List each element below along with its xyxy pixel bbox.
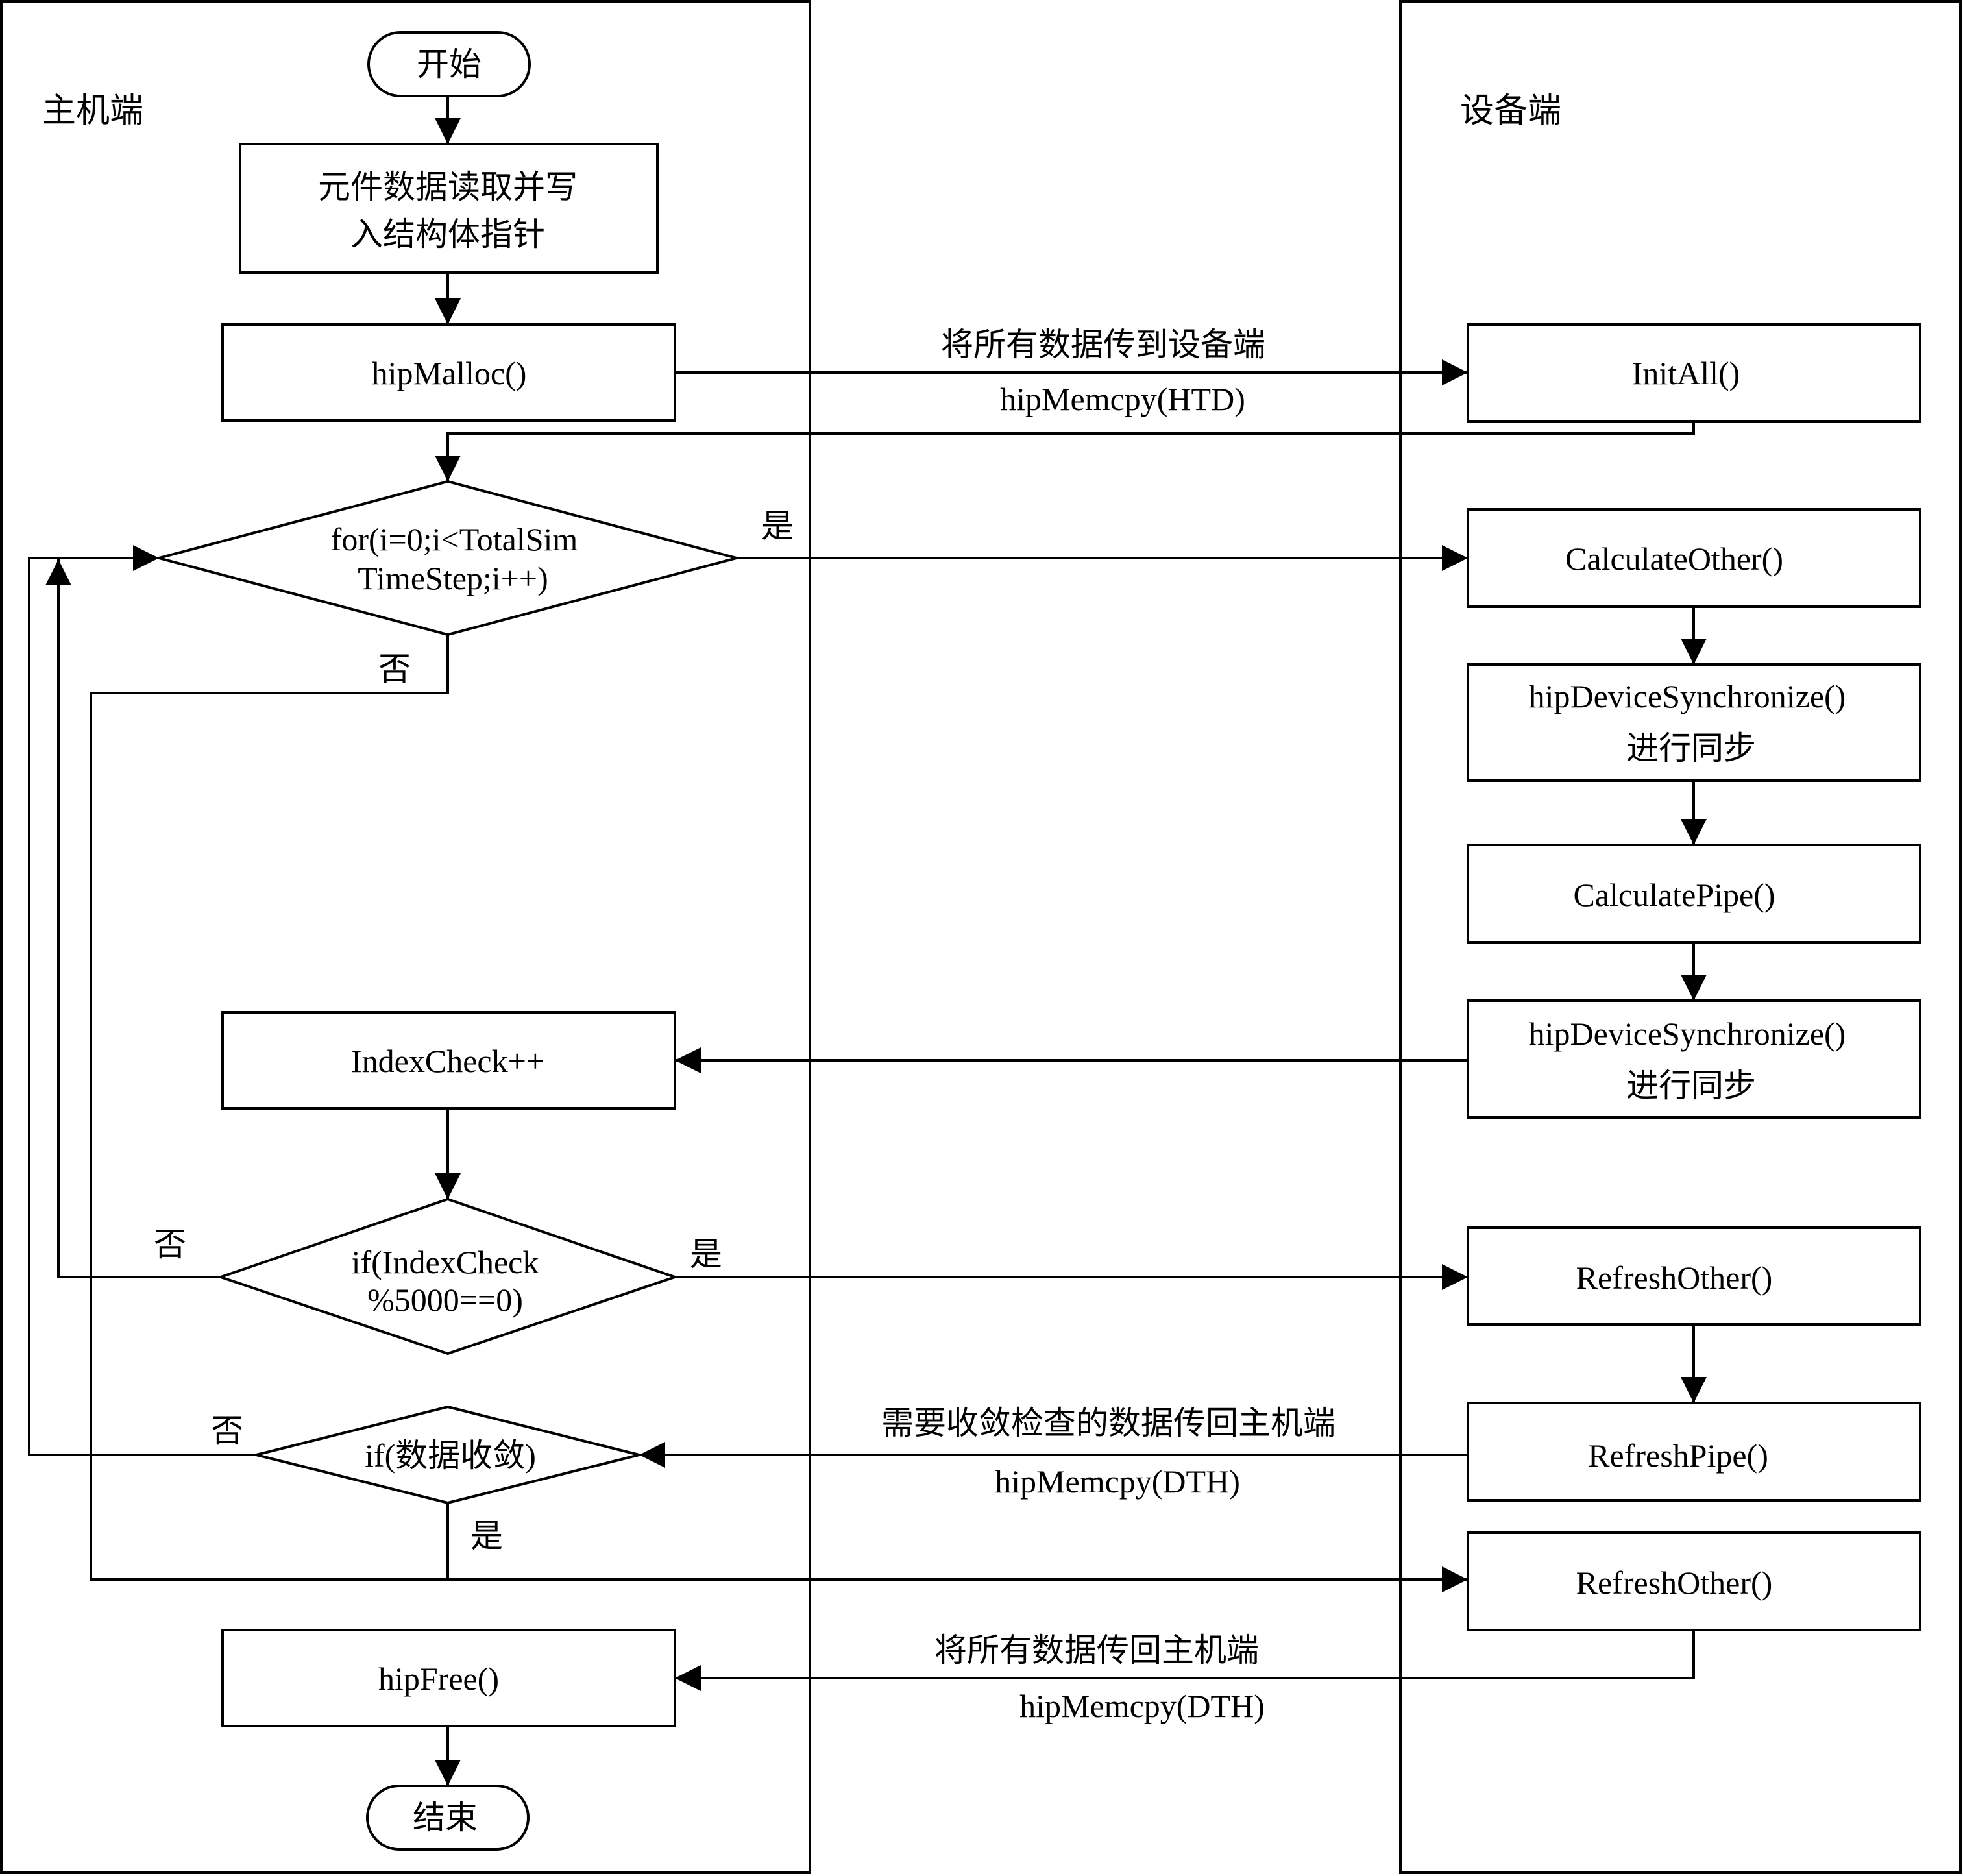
sync1-box [1467, 663, 1921, 782]
read-data-label-2: 入结构体指针 [350, 216, 545, 252]
converge-yes-label: 是 [470, 1518, 503, 1554]
converge-label: if(数据收敛) [365, 1437, 536, 1474]
read-data-label-1: 元件数据读取并写 [318, 169, 578, 205]
start-label: 开始 [417, 46, 482, 82]
end-label: 结束 [413, 1799, 478, 1836]
index-check-label-2: %5000==0) [367, 1282, 523, 1318]
for-loop-label-1: for(i=0;i<TotalSim [331, 521, 578, 557]
for-loop-decision [154, 480, 742, 637]
refreshpipe-box [1467, 1402, 1921, 1502]
index-no-label: 否 [154, 1226, 186, 1263]
converge-decision [256, 1405, 640, 1505]
hipfree-label: hipFree() [378, 1661, 499, 1697]
calcother-box [1467, 508, 1921, 608]
host-lane-label: 主机端 [42, 93, 143, 130]
read-data-box [239, 143, 659, 274]
edge-refreshother2-free [675, 1630, 1695, 1691]
calcpipe-label: CalculatePipe() [1574, 877, 1775, 913]
refreshpipe-label: RefreshPipe() [1588, 1437, 1768, 1474]
sync2-label-1: hipDeviceSynchronize() [1529, 1016, 1846, 1052]
edge-for-no [90, 635, 1468, 1592]
htd-call-label: hipMemcpy(HTD) [1000, 381, 1245, 417]
sync2-box [1467, 999, 1921, 1119]
for-yes-label: 是 [761, 508, 794, 544]
index-check-label-1: if(IndexCheck [352, 1244, 539, 1280]
htd-label: 将所有数据传到设备端 [941, 326, 1265, 363]
refreshother2-box [1467, 1531, 1921, 1631]
for-loop-label-2: TimeStep;i++) [358, 560, 548, 596]
sync1-label-2: 进行同步 [1626, 730, 1756, 766]
hipmalloc-label: hipMalloc() [372, 355, 527, 391]
calcother-label: CalculateOther() [1565, 541, 1783, 577]
start-terminal [367, 31, 531, 97]
dth-all-call-label: hipMemcpy(DTH) [1019, 1688, 1265, 1724]
dth-all-label: 将所有数据传回主机端 [934, 1632, 1259, 1668]
converge-no-label: 否 [211, 1413, 243, 1449]
calcpipe-box [1467, 844, 1921, 944]
end-terminal [366, 1785, 530, 1851]
refreshother1-box [1467, 1226, 1921, 1326]
initall-box [1467, 323, 1921, 423]
dth-check-label: 需要收敛检查的数据传回主机端 [881, 1405, 1335, 1441]
hipmalloc-box [221, 323, 676, 422]
dth-check-call-label: hipMemcpy(DTH) [995, 1463, 1240, 1500]
index-check-decision [216, 1197, 679, 1356]
indexcheck-label: IndexCheck++ [351, 1043, 544, 1079]
indexcheck-box [221, 1011, 676, 1110]
host-lane [0, 0, 811, 1874]
device-lane-label: 设备端 [1460, 93, 1561, 130]
edge-ifconverge-no-loop [28, 557, 256, 1456]
for-no-label: 否 [378, 651, 411, 687]
index-yes-label: 是 [690, 1236, 722, 1273]
refreshother2-label: RefreshOther() [1576, 1565, 1773, 1601]
hipfree-box [221, 1629, 676, 1727]
edge-initall-for [435, 422, 1695, 481]
initall-label: InitAll() [1632, 355, 1740, 391]
sync1-label-1: hipDeviceSynchronize() [1529, 678, 1846, 714]
refreshother1-label: RefreshOther() [1576, 1260, 1773, 1296]
sync2-label-2: 进行同步 [1626, 1067, 1756, 1104]
